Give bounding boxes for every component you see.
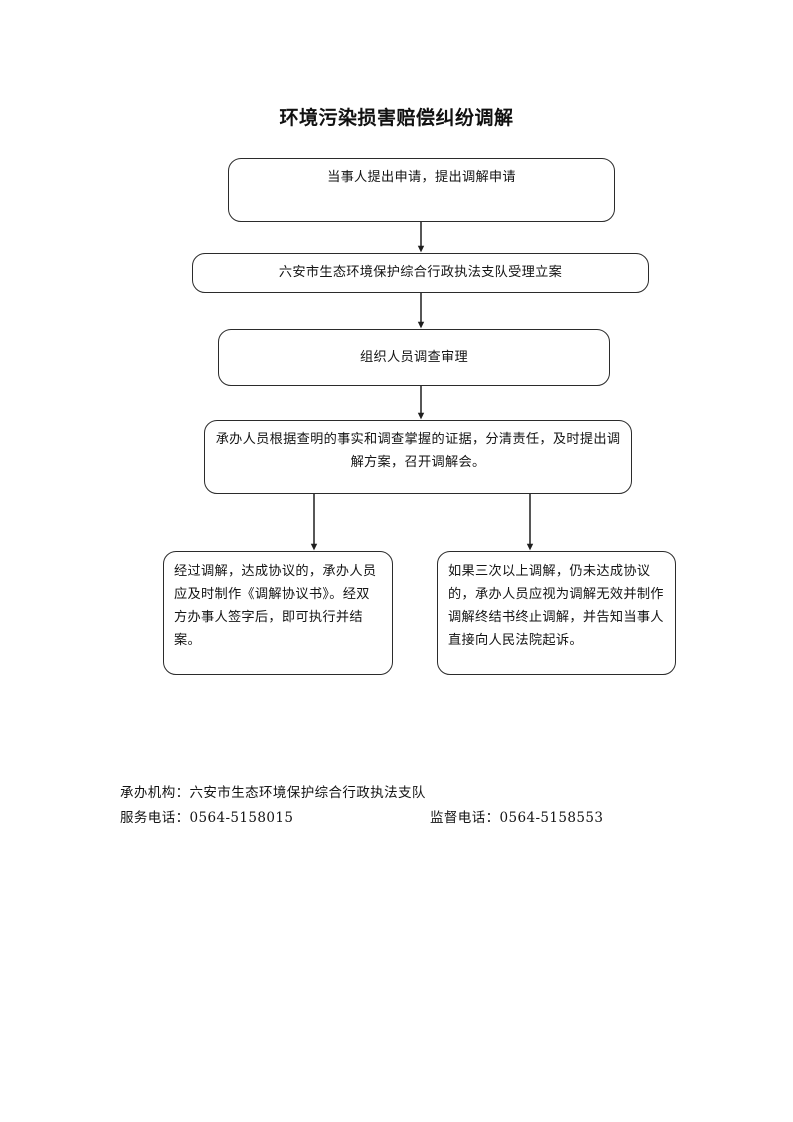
flow-node-application-label: 当事人提出申请，提出调解申请 <box>327 170 516 185</box>
flow-node-investigation[interactable] <box>218 329 610 386</box>
flow-node-mediation-failed-label: 如果三次以上调解，仍未达成协议的，承办人员应视为调解无效并制作调解终结书终止调解… <box>448 564 664 648</box>
footer-agency-row: 承办机构：六安市生态环境保护综合行政执法支队 <box>120 781 720 806</box>
flow-node-agreement-reached-label: 经过调解，达成协议的，承办人员应及时制作《调解协议书》。经双方办事人签字后，即可… <box>174 564 377 648</box>
footer-block: 承办机构：六安市生态环境保护综合行政执法支队 服务电话：0564-5158015… <box>120 781 720 831</box>
flow-node-investigation-label: 组织人员调查审理 <box>360 350 468 365</box>
flow-node-case-acceptance[interactable] <box>192 253 649 293</box>
footer-agency-label: 承办机构：六安市生态环境保护综合行政执法支队 <box>120 785 426 801</box>
flow-node-mediation-plan-label: 承办人员根据查明的事实和调查掌握的证据，分清责任，及时提出调解方案，召开调解会。 <box>215 432 621 470</box>
flow-node-mediation-plan[interactable] <box>204 420 632 494</box>
page-title: 环境污染损害赔偿纠纷调解 <box>279 107 514 129</box>
flow-node-mediation-failed[interactable] <box>437 551 676 675</box>
flow-node-application[interactable] <box>228 158 615 222</box>
flow-node-agreement-reached[interactable] <box>163 551 393 675</box>
footer-service-phone: 服务电话：0564-5158015 <box>120 810 294 826</box>
footer-supervision-phone: 监督电话：0564-5158553 <box>430 810 604 826</box>
flow-node-case-acceptance-label: 六安市生态环境保护综合行政执法支队受理立案 <box>278 265 563 280</box>
footer-phone-row: 服务电话：0564-5158015 监督电话：0564-5158553 <box>120 806 720 831</box>
